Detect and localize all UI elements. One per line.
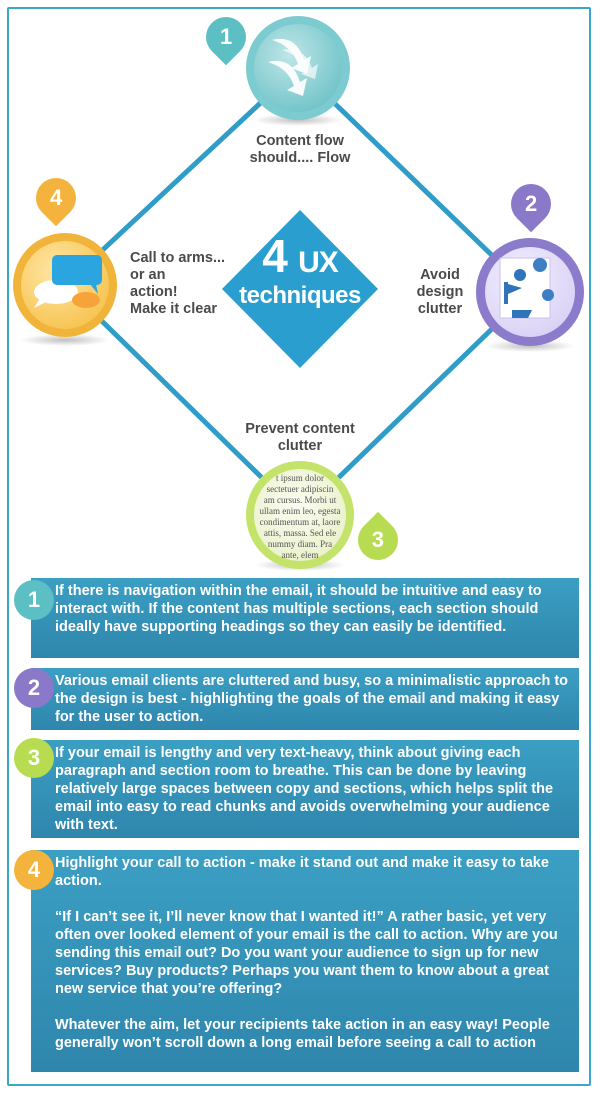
tip-2-text: Various email clients are cluttered and … xyxy=(55,673,569,725)
lorem-line: ullam enim leo, egesta xyxy=(260,506,341,516)
tip-badge-1: 1 xyxy=(14,580,54,620)
tip-badge-4: 4 xyxy=(14,850,54,890)
tip-box-2: Various email clients are cluttered and … xyxy=(31,668,579,730)
tip-badge-2: 2 xyxy=(14,668,54,708)
tip-4-text: Highlight your call to action - make it … xyxy=(55,855,549,889)
center-diamond xyxy=(222,210,378,368)
tip-box-1: If there is navigation within the email,… xyxy=(31,578,579,658)
tip-badge-3: 3 xyxy=(14,738,54,778)
lorem-line: ante, elem xyxy=(282,550,319,560)
lorem-line: attis, massa. Sed ele xyxy=(264,528,336,538)
lorem-line: am cursus. Morbi ut xyxy=(264,495,337,505)
lorem-line: nummy diam. Pra xyxy=(268,539,332,549)
node-4-call-to-action xyxy=(13,233,117,346)
infographic-frame xyxy=(7,7,591,1086)
lorem-line: t ipsum dolor xyxy=(276,473,324,483)
center-title: 4 UX techniques xyxy=(230,233,370,309)
design-tools-icon xyxy=(499,257,554,319)
node-1-content-flow xyxy=(246,16,350,126)
center-ux: UX xyxy=(298,246,339,279)
tip-3-text: If your email is lengthy and very text-h… xyxy=(55,745,554,833)
center-number: 4 xyxy=(262,230,288,282)
tip-4-text-quote: “If I can’t see it, I’ll never know that… xyxy=(55,909,558,997)
lorem-line: condimentum at, laore xyxy=(260,517,341,527)
tip-4-text-closing: Whatever the aim, let your recipients ta… xyxy=(55,1017,550,1051)
center-subtitle: techniques xyxy=(239,282,361,309)
tip-box-3: If your email is lengthy and very text-h… xyxy=(31,740,579,838)
tip-box-4: Highlight your call to action - make it … xyxy=(31,850,579,1072)
tip-1-text: If there is navigation within the email,… xyxy=(55,583,542,635)
lorem-line: sectetuer adipiscin xyxy=(267,484,334,494)
speech-bubbles-icon xyxy=(34,255,102,308)
arrows-icon xyxy=(268,38,318,96)
node-2-design-clutter xyxy=(476,238,584,352)
